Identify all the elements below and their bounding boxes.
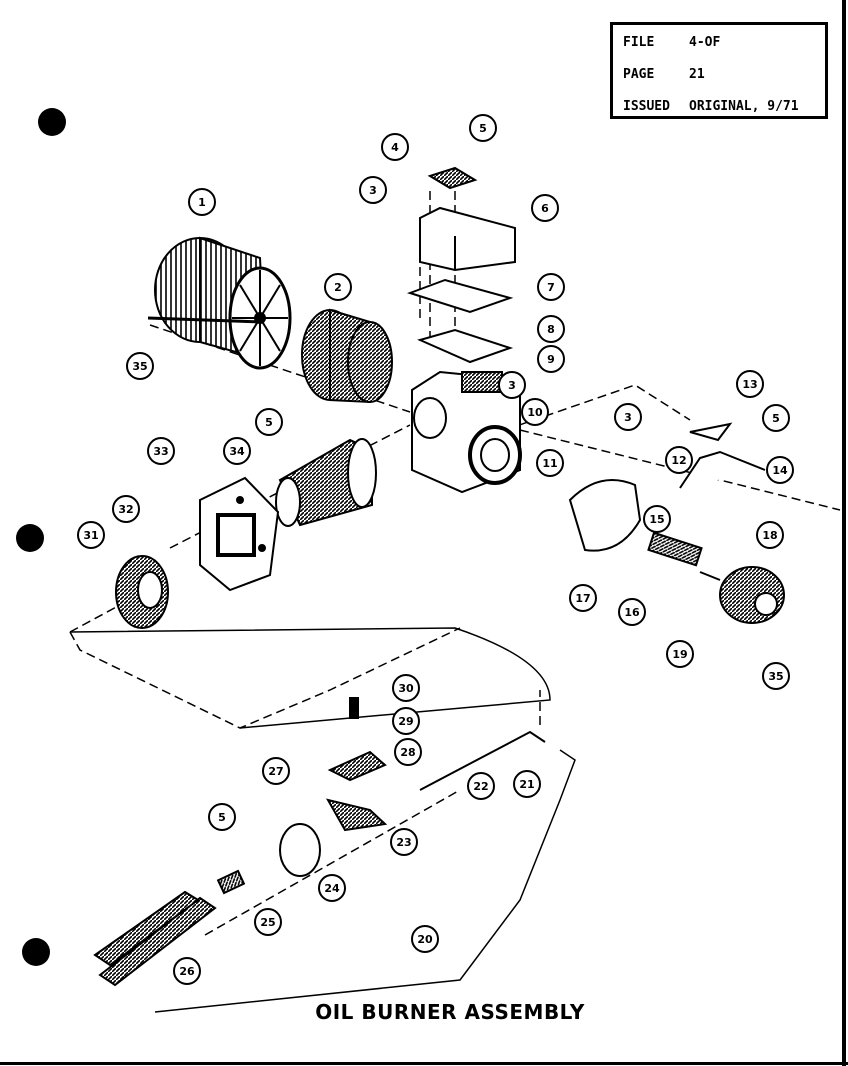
callout-label: 19	[672, 648, 687, 661]
file-label: FILE	[623, 35, 655, 50]
callout-label: 13	[742, 378, 757, 391]
callout-label: 15	[649, 513, 664, 526]
binder-hole-middle	[16, 524, 44, 552]
nozzle-and-electrodes	[93, 697, 546, 987]
callout-label: 4	[391, 141, 399, 154]
page-border-right	[842, 0, 846, 1066]
callout-label: 5	[479, 122, 487, 135]
blower-wheel	[301, 308, 393, 404]
callout-label: 2	[334, 281, 342, 294]
callout-label: 26	[179, 965, 195, 978]
binder-hole-bottom	[22, 938, 50, 966]
callout-label: 5	[265, 416, 273, 429]
callout-label: 33	[153, 445, 168, 458]
callout-label: 29	[398, 715, 413, 728]
burner-housing	[411, 370, 522, 494]
callout-label: 8	[547, 323, 555, 336]
callout-label: 21	[519, 778, 534, 791]
callout-label: 9	[547, 353, 555, 366]
callout-label: 23	[396, 836, 411, 849]
callout-label: 16	[624, 606, 640, 619]
callout-label: 27	[268, 765, 283, 778]
callout-label: 3	[369, 184, 377, 197]
callout-label: 10	[527, 406, 543, 419]
callout-label: 22	[473, 780, 488, 793]
callout-label: 14	[772, 464, 788, 477]
callout-label: 35	[768, 670, 783, 683]
page-label: PAGE	[623, 67, 655, 82]
callout-label: 30	[398, 682, 414, 695]
issued-row: ISSUED ORIGINAL, 9/71	[623, 99, 799, 114]
callout-label: 32	[118, 503, 133, 516]
callout-label: 24	[324, 882, 340, 895]
callout-label: 1	[198, 196, 206, 209]
callout-label: 31	[83, 529, 98, 542]
callout-label: 6	[541, 202, 549, 215]
issued-label: ISSUED	[623, 99, 670, 114]
page-border-bottom	[0, 1062, 848, 1065]
callout-label: 25	[260, 916, 275, 929]
callout-label: 34	[229, 445, 245, 458]
page-title: OIL BURNER ASSEMBLY	[315, 1000, 585, 1024]
file-row: FILE 4-OF	[623, 35, 720, 50]
end-cone	[115, 555, 169, 629]
file-value: 4-OF	[689, 35, 721, 50]
callout-label: 18	[762, 529, 777, 542]
air-tube-assembly	[199, 438, 377, 592]
callout-label: 35	[132, 360, 147, 373]
issued-value: ORIGINAL, 9/71	[689, 99, 799, 114]
callout-label: 3	[508, 379, 516, 392]
file-info-box: FILE 4-OF PAGE 21 ISSUED ORIGINAL, 9/71	[610, 22, 828, 119]
callout-label: 3	[624, 411, 632, 424]
assembly-outline	[69, 627, 576, 1013]
callout-label: 5	[772, 412, 780, 425]
callout-label: 11	[542, 457, 557, 470]
transformer-stack	[406, 166, 516, 364]
blower-motor	[147, 236, 292, 370]
callout-label: 12	[671, 454, 686, 467]
page-value: 21	[689, 67, 705, 82]
callout-label: 5	[218, 811, 226, 824]
callout-label: 7	[547, 281, 555, 294]
callout-label: 17	[575, 592, 590, 605]
pump-and-clamp	[568, 422, 785, 624]
callout-label: 28	[400, 746, 415, 759]
part-callouts: 1 2 3 3 3 4 5 5 5 5 6 7 8 9 10 11 12 13 …	[77, 114, 794, 985]
page-row: PAGE 21	[623, 67, 705, 82]
callout-label: 20	[417, 933, 433, 946]
binder-hole-top	[38, 108, 66, 136]
